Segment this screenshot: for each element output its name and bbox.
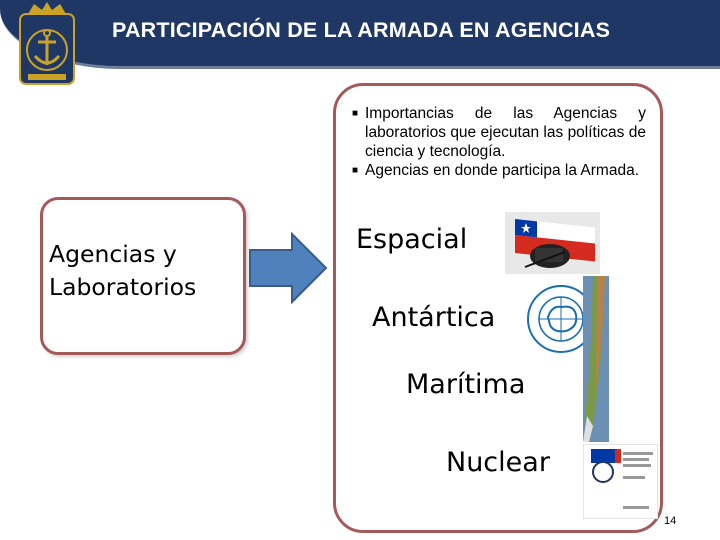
agency-nuclear: Nuclear xyxy=(446,447,550,478)
satellite-image xyxy=(505,212,600,274)
header-bar: PARTICIPACIÓN DE LA ARMADA EN AGENCIAS xyxy=(0,0,720,69)
bullet-marker-icon: ■ xyxy=(352,108,359,119)
agencias-laboratorios-box: Agencias y Laboratorios xyxy=(40,197,246,355)
bullet-text: Importancias de las Agencias y laborator… xyxy=(365,105,646,160)
agency-espacial: Espacial xyxy=(356,224,468,255)
bullet-marker-icon: ■ xyxy=(352,165,359,176)
antarctic-institute-logo xyxy=(527,285,595,353)
bullet-text: Agencias en donde participa la Armada. xyxy=(365,162,640,179)
agencias-laboratorios-label: Agencias y Laboratorios xyxy=(49,240,197,302)
page-number: 14 xyxy=(664,515,677,527)
cchen-logo xyxy=(583,444,658,519)
bullet-item: ■ Agencias en donde participa la Armada. xyxy=(352,161,646,180)
arrow-right-icon xyxy=(249,232,328,304)
navy-emblem-icon xyxy=(19,2,75,85)
agency-antartica: Antártica xyxy=(372,302,496,333)
agency-maritima: Marítima xyxy=(406,369,526,400)
bullet-list: ■ Importancias de las Agencias y laborat… xyxy=(352,104,646,180)
chile-map-image xyxy=(583,276,609,442)
bullet-item: ■ Importancias de las Agencias y laborat… xyxy=(352,104,646,161)
slide-title: PARTICIPACIÓN DE LA ARMADA EN AGENCIAS xyxy=(112,18,611,42)
